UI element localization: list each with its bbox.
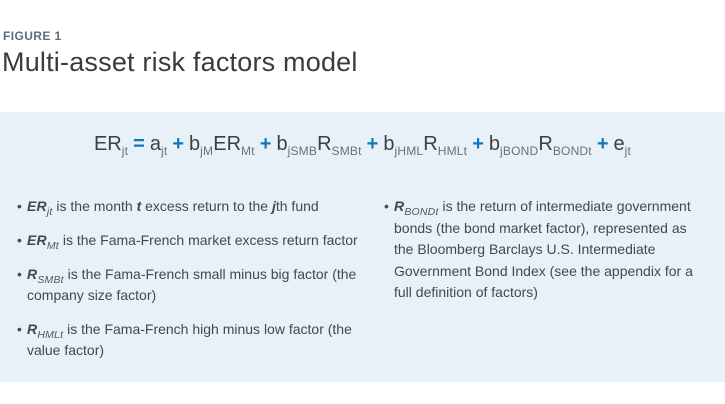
bullet-text: RBONDt is the return of intermediate gov… xyxy=(394,198,693,300)
formula-operator: + xyxy=(259,133,272,155)
figure-label: FIGURE 1 xyxy=(3,29,62,43)
bullet-item: • ERMt is the Fama-French market excess r… xyxy=(17,230,369,251)
formula-subscript: jt xyxy=(121,144,129,158)
formula-subscript: SMBt xyxy=(331,144,362,158)
formula-subscript: jBOND xyxy=(500,144,539,158)
bullet-marker: • xyxy=(17,232,22,248)
formula-operator: = xyxy=(133,133,145,155)
formula-term: RHMLt xyxy=(423,133,468,158)
bullet-text: ERjt is the month t excess return to the… xyxy=(27,198,319,218)
variable-subscript: BONDt xyxy=(404,205,439,218)
formula-subscript: jSMB xyxy=(287,144,318,158)
formula-subscript: jHML xyxy=(394,144,424,158)
emphasized-term: t xyxy=(136,198,142,214)
variable-subscript: jt xyxy=(46,205,53,218)
formula-term: RBONDt xyxy=(538,133,592,158)
formula-term: bjHML xyxy=(383,133,424,158)
formula-term: ERjt xyxy=(93,133,129,158)
variable-subscript: Mt xyxy=(46,239,59,252)
variable-name: RBONDt xyxy=(394,198,439,218)
model-panel: ERjt=ajt+bjMERMt+bjSMBRSMBt+bjHMLRHMLt+b… xyxy=(0,112,725,382)
bullet-marker: • xyxy=(17,321,22,337)
bullet-text: RSMBt is the Fama-French small minus big… xyxy=(27,266,357,303)
formula-subscript: jt xyxy=(160,144,168,158)
formula-term: bjBOND xyxy=(488,133,539,158)
model-formula: ERjt=ajt+bjMERMt+bjSMBRSMBt+bjHMLRHMLt+b… xyxy=(0,133,725,158)
bullet-text: ERMt is the Fama-French market excess re… xyxy=(27,232,358,252)
formula-term: bjM xyxy=(189,133,214,158)
formula-term: ERMt xyxy=(213,133,255,158)
bullet-item: • RHMLt is the Fama-French high minus low… xyxy=(17,319,369,361)
bullet-item: •ERjt is the month t excess return to th… xyxy=(17,196,369,217)
formula-operator: + xyxy=(472,133,484,155)
bullet-text: RHMLt is the Fama-French high minus low … xyxy=(27,321,352,358)
bullet-marker: • xyxy=(17,198,22,214)
variable-subscript: SMBt xyxy=(37,273,64,286)
formula-operator: + xyxy=(172,133,185,155)
bullet-list-left: •ERjt is the month t excess return to th… xyxy=(17,196,369,374)
emphasized-term: j xyxy=(271,198,276,214)
formula-subscript: jt xyxy=(624,144,632,158)
figure-title: Multi-asset risk factors model xyxy=(2,47,358,77)
definitions-columns: •ERjt is the month t excess return to th… xyxy=(17,196,715,374)
formula-term: ajt xyxy=(149,133,168,158)
variable-name: ERjt xyxy=(27,198,53,218)
bullet-marker: • xyxy=(384,198,389,214)
formula-term: RSMBt xyxy=(317,133,362,158)
formula-subscript: jM xyxy=(200,144,214,158)
formula-subscript: BONDt xyxy=(552,144,592,158)
formula-operator: + xyxy=(366,133,379,155)
formula-subscript: Mt xyxy=(241,144,255,158)
variable-name: RSMBt xyxy=(27,266,64,286)
variable-subscript: HMLt xyxy=(37,328,64,341)
formula-term: bjSMB xyxy=(276,133,318,158)
variable-name: ERMt xyxy=(27,232,59,252)
variable-name: RHMLt xyxy=(27,321,64,341)
formula-term: ejt xyxy=(613,133,632,158)
bullet-list-right: • RBONDt is the return of intermediate go… xyxy=(384,196,696,374)
formula-subscript: HMLt xyxy=(437,144,468,158)
bullet-marker: • xyxy=(17,266,22,282)
bullet-item: • RBONDt is the return of intermediate go… xyxy=(384,196,696,304)
bullet-item: • RSMBt is the Fama-French small minus bi… xyxy=(17,264,369,306)
formula-operator: + xyxy=(596,133,609,155)
